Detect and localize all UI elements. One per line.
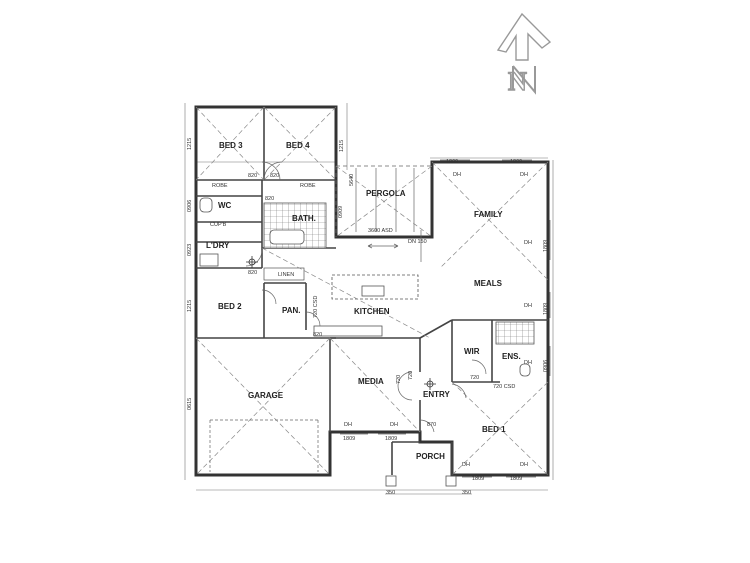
robe-label: ROBE: [212, 183, 228, 189]
kitchen-fittings: [263, 267, 419, 337]
room-label-bed2: BED 2: [218, 302, 242, 311]
pergola-area: [335, 165, 433, 238]
door-width: 820: [313, 332, 322, 338]
door-width: 720 CSD: [493, 384, 515, 390]
window-size: 1809: [543, 303, 549, 315]
toilet-icon: [519, 363, 531, 377]
door-width: 720: [408, 371, 414, 380]
window-type: DH: [524, 240, 532, 246]
window-type: DH: [520, 462, 528, 468]
window-size: 1215: [187, 138, 193, 150]
toilet-icon: [199, 197, 213, 213]
room-label-bed1: BED 1: [482, 425, 506, 434]
wet-areas: [199, 197, 535, 377]
crosshair-markers: [246, 256, 436, 390]
room-label-bath: BATH.: [292, 214, 316, 223]
door-width: 720: [396, 375, 402, 384]
window-size: 0909: [338, 206, 344, 218]
pergola-height: 5640: [349, 174, 355, 186]
window-size: 0906: [187, 200, 193, 212]
door-width: 720: [470, 375, 479, 381]
room-label-wir: WIR: [464, 347, 480, 356]
step-down-label: DN 150: [408, 239, 427, 245]
window-size: 0923: [187, 244, 193, 256]
room-label-family: FAMILY: [474, 210, 503, 219]
room-label-bed4: BED 4: [286, 141, 310, 150]
arrows: [367, 230, 422, 262]
window-type: DH: [462, 462, 470, 468]
linen-label: LINEN: [278, 272, 294, 278]
post-size: 350: [462, 490, 471, 496]
porch-area: [385, 441, 457, 487]
window-type: DH: [524, 303, 532, 309]
door-width: 870: [427, 422, 436, 428]
crosshair-icon: [246, 256, 258, 268]
pergola-width: 3600 ASD: [368, 228, 393, 234]
window-size: 0906: [543, 360, 549, 372]
window-type: DH: [344, 422, 352, 428]
north-arrow-icon: N: [496, 12, 552, 97]
door-width: 820: [248, 173, 257, 179]
annotations: ROBE ROBE CUP'B LINEN 820 820 820 820 82…: [187, 138, 549, 496]
room-label-bed3: BED 3: [219, 141, 243, 150]
door-width: 820: [270, 173, 279, 179]
room-label-entry: ENTRY: [423, 390, 450, 399]
window-size: 1215: [187, 300, 193, 312]
room-label-pan: PAN.: [282, 306, 301, 315]
window-type: DH: [520, 172, 528, 178]
room-label-pergola: PERGOLA: [366, 189, 406, 198]
window-type: DH: [524, 360, 532, 366]
window-size: 1809: [510, 159, 522, 165]
room-label-ldry: L'DRY: [206, 241, 230, 250]
room-label-wc: WC: [218, 201, 232, 210]
window-size: 1809: [343, 436, 355, 442]
door-width: 820: [265, 196, 274, 202]
window-size: 1215: [339, 140, 345, 152]
door-width: 820: [248, 270, 257, 276]
window-type: DH: [390, 422, 398, 428]
north-label: N: [508, 67, 527, 96]
room-labels: BED 3 BED 4 PERGOLA FAMILY WC BATH. L'DR…: [206, 141, 521, 461]
room-label-meals: MEALS: [474, 279, 503, 288]
room-label-media: MEDIA: [358, 377, 384, 386]
dimension-lines: [184, 103, 554, 495]
bathtub-icon: [269, 229, 305, 245]
room-label-porch: PORCH: [416, 452, 445, 461]
room-diagonals: [195, 106, 549, 476]
room-label-garage: GARAGE: [248, 391, 284, 400]
door-swings: [245, 161, 487, 433]
room-label-ens: ENS.: [502, 352, 521, 361]
robe-label: ROBE: [300, 183, 316, 189]
window-type: DH: [453, 172, 461, 178]
window-size: 1809: [385, 436, 397, 442]
kitchen-island: [331, 274, 419, 300]
door-width: 720 CSD: [313, 296, 319, 318]
window-size: 1809: [510, 476, 522, 482]
post-size: 350: [386, 490, 395, 496]
window-size: 0615: [187, 398, 193, 410]
crosshair-icon: [424, 378, 436, 390]
sink-icon: [361, 285, 385, 297]
window-size: 1809: [446, 159, 458, 165]
window-size: 1809: [543, 240, 549, 252]
windows: [340, 159, 551, 478]
cupboard-label: CUP'B: [210, 222, 227, 228]
window-size: 1809: [472, 476, 484, 482]
laundry-tub-icon: [199, 253, 219, 267]
room-label-kitchen: KITCHEN: [354, 307, 390, 316]
